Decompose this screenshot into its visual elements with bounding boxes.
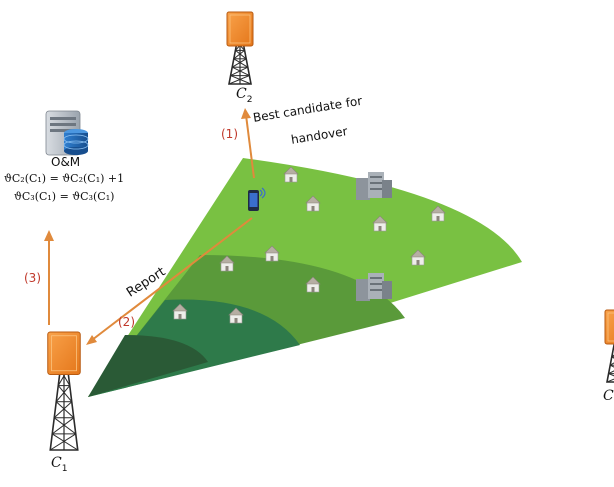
house-icon xyxy=(372,215,388,232)
antenna-c2 xyxy=(226,11,254,85)
cell-label-c1: C1 xyxy=(51,455,68,474)
arrow-step2-head xyxy=(86,335,97,345)
step1-number: (1) xyxy=(221,127,238,141)
arrow-step3-head xyxy=(44,230,54,241)
arrow-step1-head xyxy=(241,108,251,119)
step2-number: (2) xyxy=(118,315,135,329)
house-icon xyxy=(305,276,321,293)
house-icon xyxy=(410,249,426,266)
antenna-c1 xyxy=(47,331,81,451)
cell-label-c2: C2 xyxy=(236,86,253,105)
sector-core-band xyxy=(88,335,208,397)
om-equation-1: ϑC₂(C₁) = ϑC₂(C₁) +1 xyxy=(4,172,125,185)
coverage-sector xyxy=(88,158,522,397)
step3-number: (3) xyxy=(24,271,41,285)
arrows-group xyxy=(44,108,255,345)
house-icon xyxy=(228,307,244,324)
house-icon xyxy=(283,166,299,183)
om-equation-2: ϑC₃(C₁) = ϑC₃(C₁) xyxy=(14,190,115,203)
houses-group xyxy=(172,166,446,324)
cell-label-c3: C3 xyxy=(603,388,614,407)
antenna-c3 xyxy=(604,309,614,383)
building-upper xyxy=(356,172,392,200)
building-lower xyxy=(356,273,392,301)
antennas-group xyxy=(47,11,614,451)
arrow-step2 xyxy=(91,217,253,341)
house-icon xyxy=(430,205,446,222)
server-icon xyxy=(45,110,89,156)
house-icon xyxy=(219,255,235,272)
house-icon xyxy=(305,195,321,212)
arrow-step1 xyxy=(245,114,255,179)
house-icon xyxy=(172,303,188,320)
house-icon xyxy=(264,245,280,262)
om-title: O&M xyxy=(51,155,81,169)
smartphone-icon xyxy=(248,187,266,211)
